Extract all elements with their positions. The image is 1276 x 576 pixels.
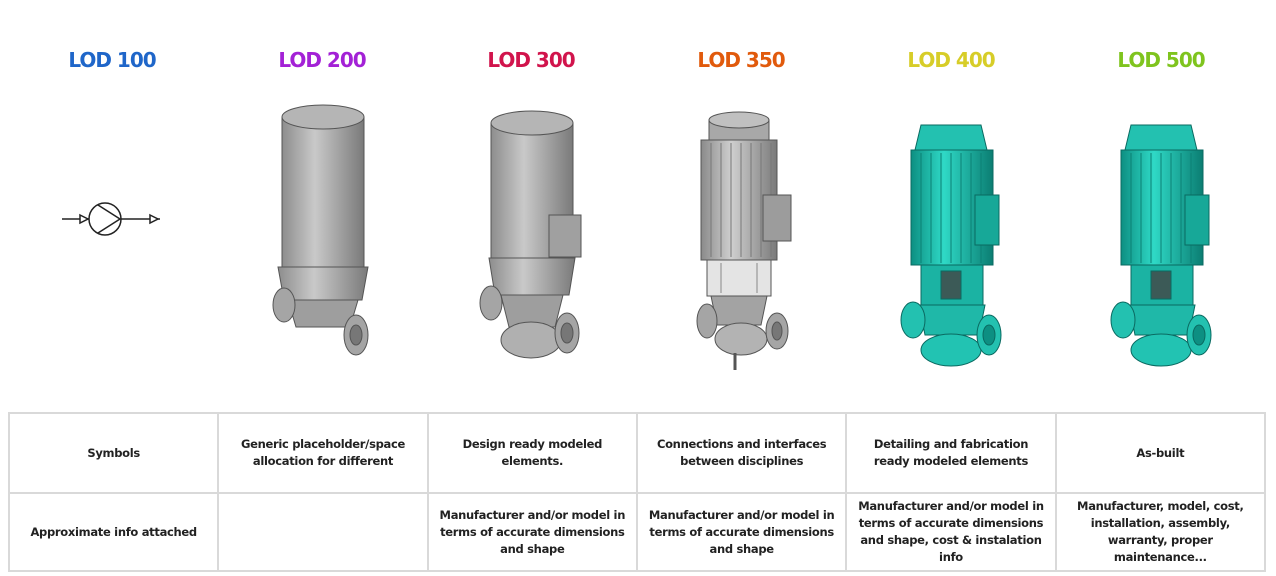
table-cell: Manufacturer, model, cost, installation,…	[1054, 492, 1267, 572]
pump-model-lod350	[641, 95, 841, 395]
lod-400-title: LOD 400	[907, 48, 995, 72]
table-cell: Design ready modeled elements.	[426, 412, 638, 494]
table-cell: Detailing and fabrication ready modeled …	[845, 412, 1057, 494]
lod-visuals	[0, 95, 1276, 395]
table-cell: Manufacturer and/or model in terms of ac…	[635, 492, 848, 572]
pump-model-lod200	[222, 95, 422, 395]
lod-headings: LOD 100 LOD 200 LOD 300 LOD 350 LOD 400 …	[0, 48, 1276, 82]
row-label-symbols: Symbols	[7, 412, 220, 494]
table-cell: Manufacturer and/or model in terms of ac…	[845, 492, 1057, 572]
table-row: Approximate info attached Manufacturer a…	[7, 492, 1267, 572]
pump-model-lod500	[1061, 95, 1261, 395]
table-cell: Generic placeholder/space allocation for…	[217, 412, 429, 494]
pump-symbol	[12, 95, 212, 395]
lod-500-title: LOD 500	[1117, 48, 1205, 72]
row-label-info: Approximate info attached	[7, 492, 220, 572]
pump-model-lod400	[851, 95, 1051, 395]
lod-comparison-table: Symbols Generic placeholder/space alloca…	[7, 412, 1267, 572]
lod-350-title: LOD 350	[697, 48, 785, 72]
table-row: Symbols Generic placeholder/space alloca…	[7, 412, 1267, 494]
table-cell: As-built	[1054, 412, 1267, 494]
table-cell: Connections and interfaces between disci…	[635, 412, 848, 494]
lod-200-title: LOD 200	[278, 48, 366, 72]
table-cell	[217, 492, 429, 572]
lod-300-title: LOD 300	[487, 48, 575, 72]
pump-model-lod300	[431, 95, 631, 395]
table-cell: Manufacturer and/or model in terms of ac…	[426, 492, 638, 572]
lod-100-title: LOD 100	[68, 48, 156, 72]
